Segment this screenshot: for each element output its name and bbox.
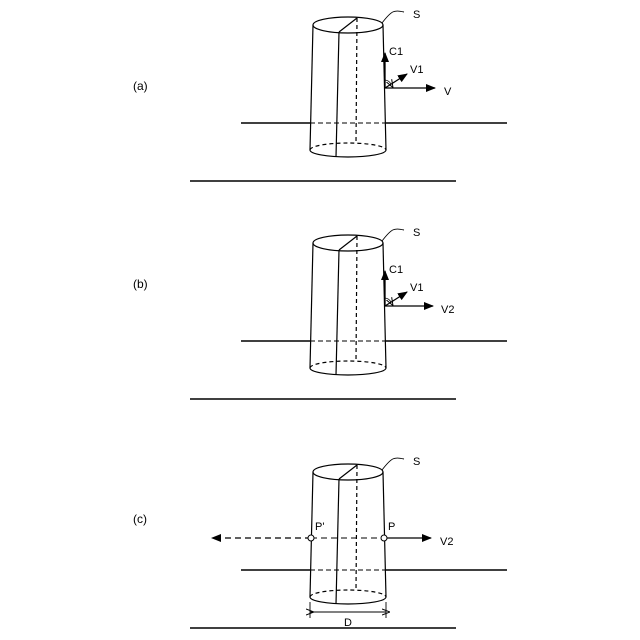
surface-label-s: S [413,9,420,21]
surface-label-s: S [413,227,420,239]
slit-top [339,18,357,32]
slit-front [336,479,339,604]
point-p-prime-marker [308,535,314,541]
vector-v1-label: V1 [410,282,423,294]
cylinder-bottom-front [310,150,386,157]
slit-back [356,236,357,361]
diameter-label: D [344,617,352,629]
cylinder-bottom-back [310,143,386,150]
panel-a: (a) S C1 V1 V [133,9,507,181]
slit-front [336,250,339,375]
slit-front [336,32,339,157]
leader-line-s [382,11,404,23]
vector-c1-label: C1 [389,264,403,276]
panel-b: (b) S C1 V1 V2 [133,227,507,399]
cylinder-left-side [310,243,313,368]
cylinder-left-side [310,25,313,150]
vector-v2-label: V2 [440,536,453,548]
point-p-marker [381,535,387,541]
angle-arc [385,298,391,302]
surface-label-s: S [413,456,420,468]
cylinder-bottom-back [310,361,386,368]
cylinder [310,17,386,157]
panel-c: (c) S P' P V2 D [133,456,507,629]
vector-v1-label: V1 [410,64,423,76]
leader-line-s [382,229,404,241]
angle-arc [385,80,391,84]
vector-v-label: V [444,86,452,98]
slit-back [356,465,357,590]
slit-top [339,465,357,479]
cylinder-bottom-front [310,368,386,375]
cylinder-left-side [310,472,313,597]
cylinder-bottom-back [310,590,386,597]
cylinder [310,464,386,604]
point-p-label: P [388,521,395,533]
panel-b-label: (b) [133,277,148,291]
slit-back [356,18,357,143]
leader-line-s [382,458,404,470]
cylinder-right-side [383,472,386,597]
panel-a-label: (a) [133,79,148,93]
panel-c-label: (c) [133,512,147,526]
vector-v2-label: V2 [441,304,454,316]
slit-top [339,236,357,250]
vector-c1-label: C1 [389,46,403,58]
cylinder-bottom-front [310,597,386,604]
cylinder [310,235,386,375]
point-p-prime-label: P' [315,521,324,533]
